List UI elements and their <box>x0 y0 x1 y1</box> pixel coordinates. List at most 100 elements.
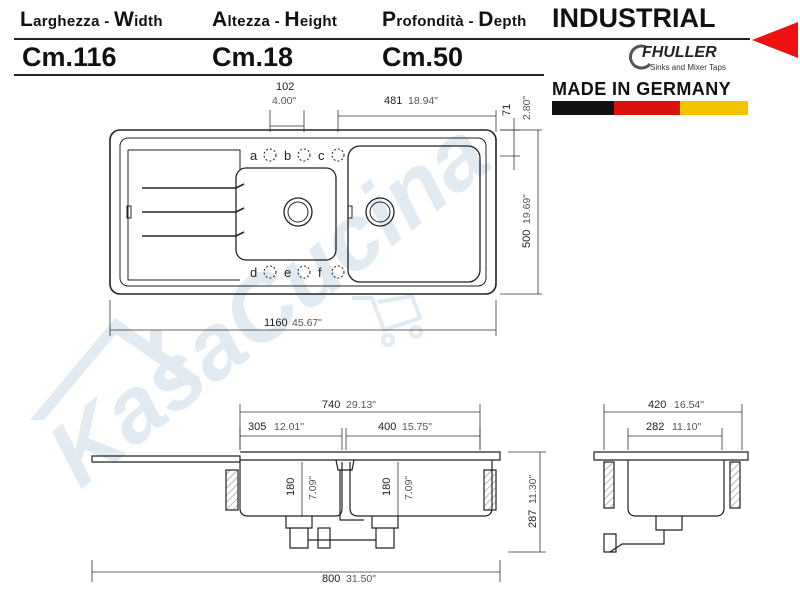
side-bowl <box>627 460 725 517</box>
side-view <box>593 451 749 553</box>
side-view-dimensions: 420 16.54" 282 11.10" <box>646 399 704 433</box>
tap-hole-e <box>297 265 311 279</box>
watermark-chimney-icon <box>150 330 162 358</box>
sink-outline <box>109 129 497 295</box>
dim-800-in: 31.50" <box>346 573 376 585</box>
side-rim <box>593 451 749 461</box>
dim-102-mm: 102 <box>276 81 294 93</box>
watermark-roof-icon <box>30 318 200 420</box>
front-view-dimension-lines <box>91 404 546 582</box>
watermark-cart-icon <box>352 293 423 347</box>
depth-value: Cm.50 <box>382 42 464 72</box>
dim-500-mm: 500 <box>521 230 533 248</box>
small-bowl-drain-inner <box>287 201 309 223</box>
side-waste <box>655 516 683 531</box>
dim-71-in: 2.80" <box>521 96 533 120</box>
tap-hole-label-e: e <box>284 265 291 280</box>
header-rule-top <box>14 38 750 40</box>
sink-inner-frame <box>119 137 487 287</box>
countertop-right <box>483 469 497 511</box>
made-in-germany: MADE IN GERMANY <box>552 79 732 99</box>
tap-hole-label-c: c <box>318 148 325 163</box>
overflow-slot-right <box>347 205 353 219</box>
dim-420-in: 16.54" <box>674 399 704 411</box>
brand-tagline: Sinks and Mixer Taps <box>650 63 726 72</box>
dim-180-right-mm: 180 <box>381 478 393 496</box>
dim-481-in: 18.94" <box>408 95 438 107</box>
front-waste-left <box>285 516 313 549</box>
brand-swoosh-icon <box>628 44 652 70</box>
front-overflow-pipe <box>339 470 364 521</box>
flag-stripe-red <box>614 101 680 115</box>
front-view <box>91 451 501 549</box>
front-view-dimensions: 740 29.13" 305 12.01" 400 15.75" 180 7.0… <box>248 399 539 585</box>
watermark: KasaCucina <box>30 101 508 506</box>
width-label: Larghezza - Width <box>20 8 163 31</box>
dim-400-in: 15.75" <box>402 421 432 433</box>
front-waste-right <box>371 516 399 549</box>
dim-305-mm: 305 <box>248 421 266 433</box>
side-waste-pipe <box>609 530 665 553</box>
depth-label: Profondità - Depth <box>382 8 527 31</box>
height-value: Cm.18 <box>212 42 294 72</box>
dim-500-in: 19.69" <box>521 194 533 224</box>
flag-stripe-gold <box>680 101 748 115</box>
brand-name: FHULLER <box>642 44 717 61</box>
dim-1160-mm: 1160 <box>264 317 288 329</box>
dim-71-mm: 71 <box>501 104 513 116</box>
tap-hole-label-b: b <box>284 148 291 163</box>
flag-stripe-black <box>552 101 614 115</box>
large-bowl-drain <box>365 197 395 227</box>
tap-hole-label-f: f <box>318 265 322 280</box>
front-trap <box>317 527 331 549</box>
small-bowl <box>235 167 337 261</box>
dim-180-left-mm: 180 <box>285 478 297 496</box>
overflow-slot-left <box>126 205 132 219</box>
front-divider <box>335 459 355 471</box>
top-view <box>109 129 497 295</box>
dim-180-right-in: 7.09" <box>403 476 415 500</box>
header-rule-bottom <box>14 74 544 76</box>
top-view-dimension-lines <box>109 110 542 336</box>
large-bowl-drain-inner <box>369 201 391 223</box>
tap-hole-label-a: a <box>250 148 258 163</box>
dim-740-mm: 740 <box>322 399 340 411</box>
dim-400-mm: 400 <box>378 421 396 433</box>
watermark-text: KasaCucina <box>30 101 508 506</box>
front-rim <box>240 451 501 461</box>
front-bowl-right <box>349 460 493 517</box>
side-countertop-right <box>729 461 741 509</box>
dim-287-in: 11.30" <box>527 475 539 504</box>
dim-740-in: 29.13" <box>346 399 376 411</box>
tap-holes <box>263 148 345 279</box>
dim-180-left-in: 7.09" <box>307 476 319 500</box>
dim-420-mm: 420 <box>648 399 666 411</box>
height-label: Altezza - Height <box>212 8 338 31</box>
tap-hole-d <box>263 265 277 279</box>
top-view-dimensions: 102 4.00" 481 18.94" 71 2.80" 500 19.69"… <box>264 81 533 329</box>
dim-1160-in: 45.67" <box>292 317 322 329</box>
dim-282-in: 11.10" <box>672 421 701 433</box>
tap-hole-label-d: d <box>250 265 257 280</box>
dim-305-in: 12.01" <box>274 421 304 433</box>
tap-hole-a <box>263 148 277 162</box>
side-view-dimension-lines <box>603 404 743 450</box>
tap-hole-b <box>297 148 311 162</box>
accent-triangle-icon <box>752 22 798 58</box>
drainer-grooves <box>142 183 245 237</box>
width-value: Cm.116 <box>22 42 117 72</box>
dim-800-mm: 800 <box>322 573 340 585</box>
tap-hole-f <box>331 265 345 279</box>
front-bowl-left <box>239 460 343 517</box>
small-bowl-drain <box>283 197 313 227</box>
countertop-left <box>225 469 239 511</box>
drainer-outline <box>127 149 241 281</box>
tap-hole-labels: a b c d e f <box>250 148 325 280</box>
dim-287-mm: 287 <box>527 510 539 528</box>
tap-hole-c <box>331 148 345 162</box>
brand-logo: FHULLER Sinks and Mixer Taps <box>628 42 748 76</box>
product-line-title: INDUSTRIAL <box>552 3 716 33</box>
side-trap <box>603 533 617 553</box>
dim-481-mm: 481 <box>384 95 402 107</box>
